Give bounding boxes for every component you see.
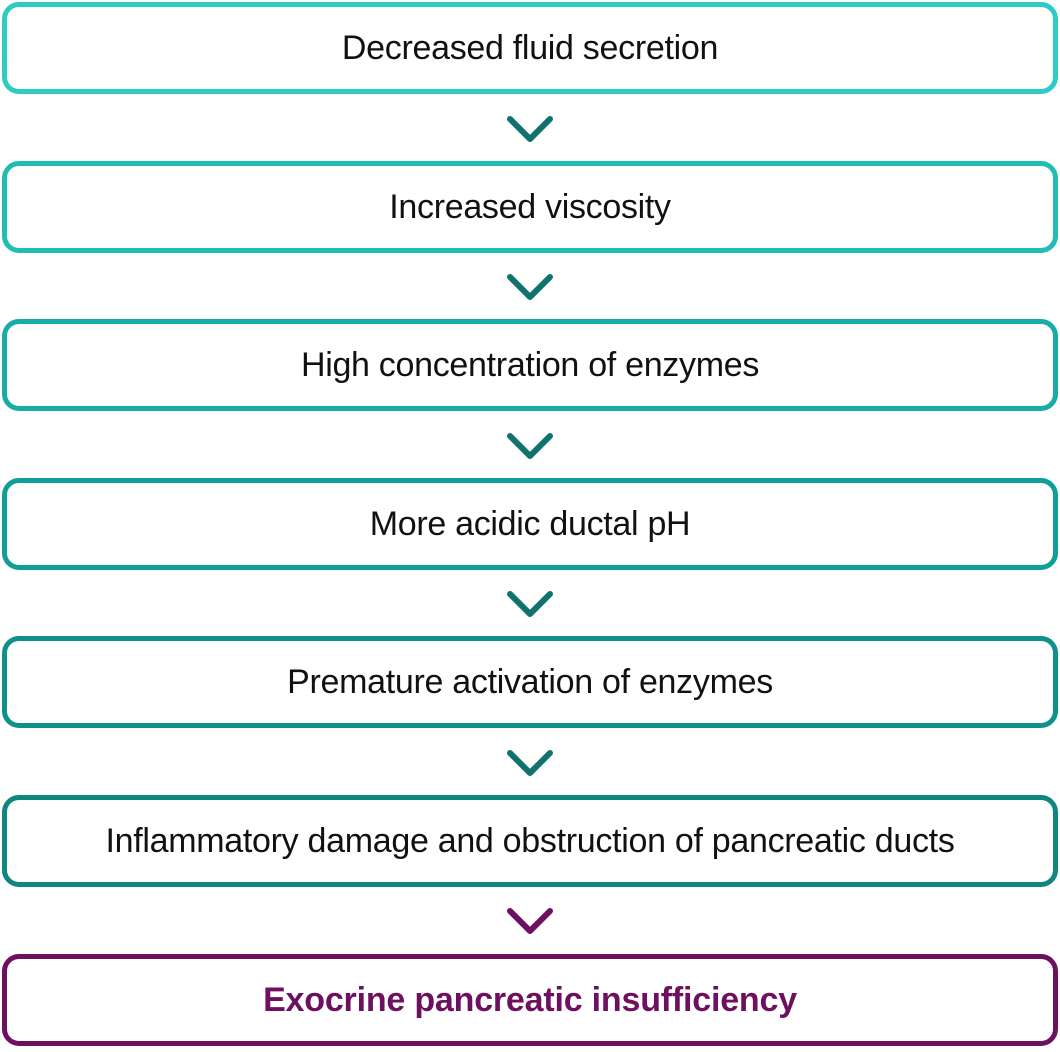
step-increased-viscosity: Increased viscosity [2,161,1058,253]
step-premature-activation-of-enzymes: Premature activation of enzymes [2,636,1058,728]
step-exocrine-pancreatic-insufficiency: Exocrine pancreatic insufficiency [2,954,1058,1046]
step-high-concentration-of-enzymes: High concentration of enzymes [2,319,1058,411]
chevron-down-icon [506,431,554,463]
chevron-down-icon [506,589,554,621]
chevron-down-icon [506,272,554,304]
chevron-down-icon [506,748,554,780]
step-decreased-fluid-secretion: Decreased fluid secretion [2,2,1058,94]
step-more-acidic-ductal-ph: More acidic ductal pH [2,478,1058,570]
step-inflammatory-damage-and-obstruction: Inflammatory damage and obstruction of p… [2,795,1058,887]
chevron-down-icon [506,906,554,938]
chevron-down-icon [506,114,554,146]
